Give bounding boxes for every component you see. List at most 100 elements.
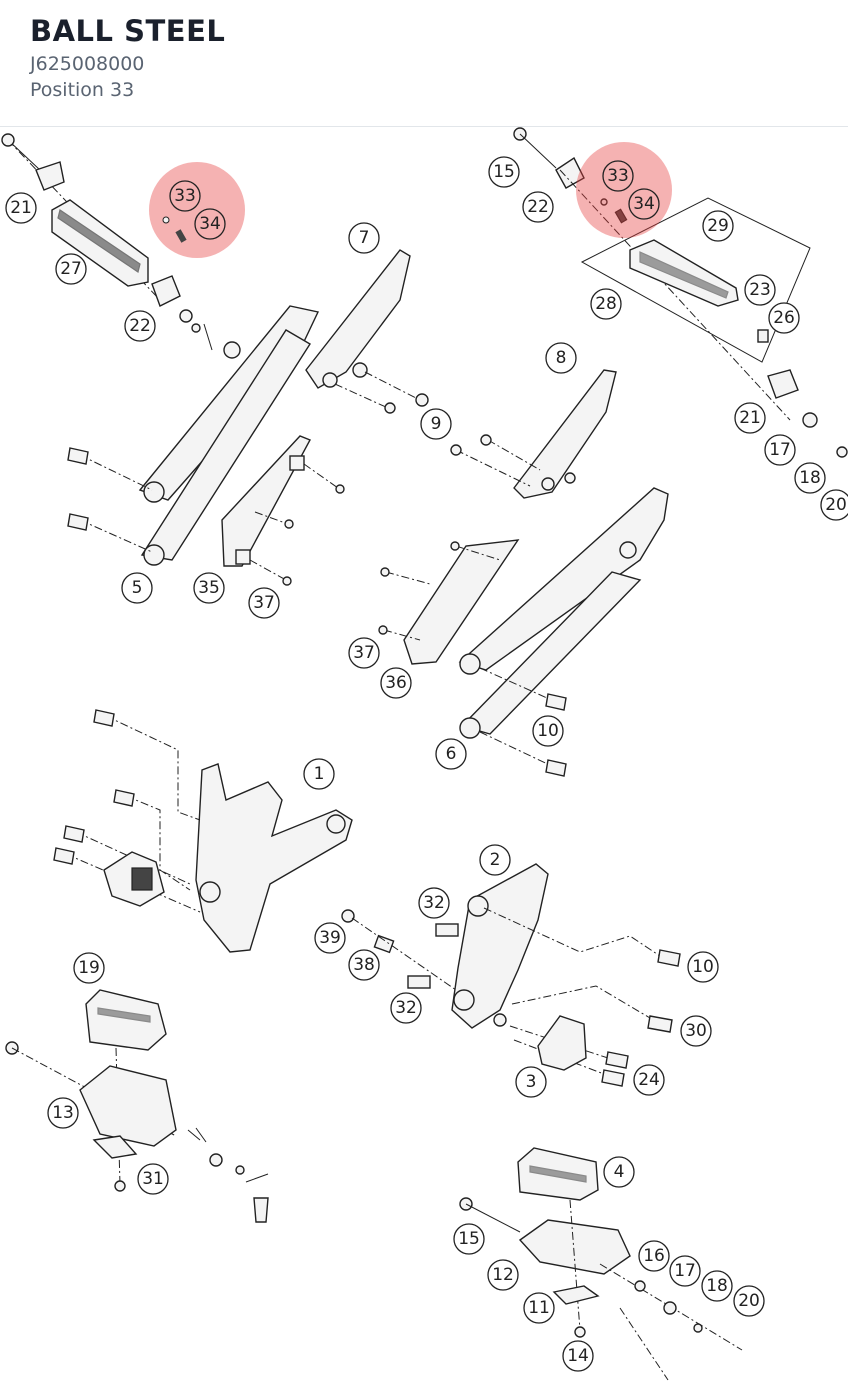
callout-34[interactable]: 34	[628, 188, 660, 220]
svg-text:19: 19	[78, 958, 100, 978]
callout-18[interactable]: 18	[701, 1270, 733, 1302]
highlight-markers	[149, 142, 672, 258]
svg-text:12: 12	[492, 1265, 514, 1285]
svg-text:3: 3	[526, 1072, 537, 1092]
callout-8[interactable]: 8	[545, 342, 577, 374]
callout-22[interactable]: 22	[124, 310, 156, 342]
callout-34[interactable]: 34	[194, 208, 226, 240]
svg-text:20: 20	[738, 1291, 760, 1311]
callout-17[interactable]: 17	[669, 1255, 701, 1287]
svg-text:37: 37	[253, 593, 275, 613]
exploded-parts-diagram: 21 27 22 33 34 7 15 22 33 34 29 28 23 26…	[1, 127, 848, 1381]
callout-20[interactable]: 20	[820, 489, 848, 521]
svg-text:18: 18	[706, 1276, 728, 1296]
callout-2[interactable]: 2	[479, 844, 511, 876]
svg-text:24: 24	[638, 1070, 660, 1090]
part-number: J625008000	[30, 53, 145, 75]
callout-12[interactable]: 12	[487, 1259, 519, 1291]
callout-23[interactable]: 23	[744, 274, 776, 306]
callout-37[interactable]: 37	[248, 587, 280, 619]
callout-30[interactable]: 30	[680, 1015, 712, 1047]
callout-5[interactable]: 5	[121, 572, 153, 604]
svg-text:13: 13	[52, 1103, 74, 1123]
svg-text:39: 39	[319, 928, 341, 948]
callout-6[interactable]: 6	[435, 738, 467, 770]
callout-32[interactable]: 32	[390, 992, 422, 1024]
svg-text:8: 8	[556, 348, 567, 368]
svg-text:10: 10	[537, 721, 559, 741]
callout-22[interactable]: 22	[522, 191, 554, 223]
svg-text:21: 21	[10, 198, 32, 218]
callout-36[interactable]: 36	[380, 667, 412, 699]
svg-text:32: 32	[423, 893, 445, 913]
callout-24[interactable]: 24	[633, 1064, 665, 1096]
callout-27[interactable]: 27	[55, 253, 87, 285]
callout-18[interactable]: 18	[794, 462, 826, 494]
callout-3[interactable]: 3	[515, 1066, 547, 1098]
svg-text:27: 27	[60, 259, 82, 279]
callout-29[interactable]: 29	[702, 210, 734, 242]
spring-left	[175, 229, 187, 243]
svg-text:33: 33	[174, 186, 196, 206]
callout-33[interactable]: 33	[169, 180, 201, 212]
svg-text:14: 14	[567, 1346, 589, 1366]
callout-1[interactable]: 1	[303, 758, 335, 790]
part-header: BALL STEEL J625008000 Position 33	[0, 0, 848, 127]
svg-text:21: 21	[739, 408, 761, 428]
svg-text:29: 29	[707, 216, 729, 236]
svg-text:32: 32	[395, 998, 417, 1018]
callout-14[interactable]: 14	[562, 1340, 594, 1372]
part-title: BALL STEEL	[30, 14, 226, 48]
callout-20[interactable]: 20	[733, 1285, 765, 1317]
callout-31[interactable]: 31	[137, 1163, 169, 1195]
highlight-position-33-left	[149, 162, 245, 258]
callout-15[interactable]: 15	[488, 156, 520, 188]
callout-37[interactable]: 37	[348, 637, 380, 669]
svg-text:35: 35	[198, 578, 220, 598]
callout-35[interactable]: 35	[193, 572, 225, 604]
callout-13[interactable]: 13	[47, 1097, 79, 1129]
callout-17[interactable]: 17	[764, 434, 796, 466]
svg-text:31: 31	[142, 1169, 164, 1189]
callout-39[interactable]: 39	[314, 922, 346, 954]
svg-text:22: 22	[129, 316, 151, 336]
svg-text:36: 36	[385, 673, 407, 693]
callout-16[interactable]: 16	[638, 1240, 670, 1272]
callout-33[interactable]: 33	[602, 160, 634, 192]
svg-text:34: 34	[199, 214, 221, 234]
callout-10[interactable]: 10	[687, 951, 719, 983]
callout-32[interactable]: 32	[418, 887, 450, 919]
svg-text:23: 23	[749, 280, 771, 300]
svg-text:1: 1	[314, 764, 325, 784]
svg-text:38: 38	[353, 955, 375, 975]
callout-28[interactable]: 28	[590, 288, 622, 320]
callout-10[interactable]: 10	[532, 715, 564, 747]
svg-text:20: 20	[825, 495, 847, 515]
callout-21[interactable]: 21	[734, 402, 766, 434]
svg-text:17: 17	[769, 440, 791, 460]
position-label: Position 33	[30, 79, 135, 101]
svg-text:30: 30	[685, 1021, 707, 1041]
callout-11[interactable]: 11	[523, 1292, 555, 1324]
callout-19[interactable]: 19	[73, 952, 105, 984]
svg-text:16: 16	[643, 1246, 665, 1266]
svg-text:18: 18	[799, 468, 821, 488]
callout-9[interactable]: 9	[420, 408, 452, 440]
callout-26[interactable]: 26	[768, 302, 800, 334]
svg-text:28: 28	[595, 294, 617, 314]
callout-labels: 21 27 22 33 34 7 15 22 33 34 29 28 23 26…	[5, 156, 848, 1372]
callout-4[interactable]: 4	[603, 1156, 635, 1188]
svg-text:26: 26	[773, 308, 795, 328]
svg-text:15: 15	[458, 1229, 480, 1249]
callout-15[interactable]: 15	[453, 1223, 485, 1255]
svg-text:34: 34	[633, 194, 655, 214]
svg-text:11: 11	[528, 1298, 550, 1318]
callout-7[interactable]: 7	[348, 222, 380, 254]
svg-text:33: 33	[607, 166, 629, 186]
svg-text:4: 4	[614, 1162, 625, 1182]
svg-text:6: 6	[446, 744, 457, 764]
callout-38[interactable]: 38	[348, 949, 380, 981]
svg-text:9: 9	[431, 414, 442, 434]
svg-text:22: 22	[527, 197, 549, 217]
callout-21[interactable]: 21	[5, 192, 37, 224]
